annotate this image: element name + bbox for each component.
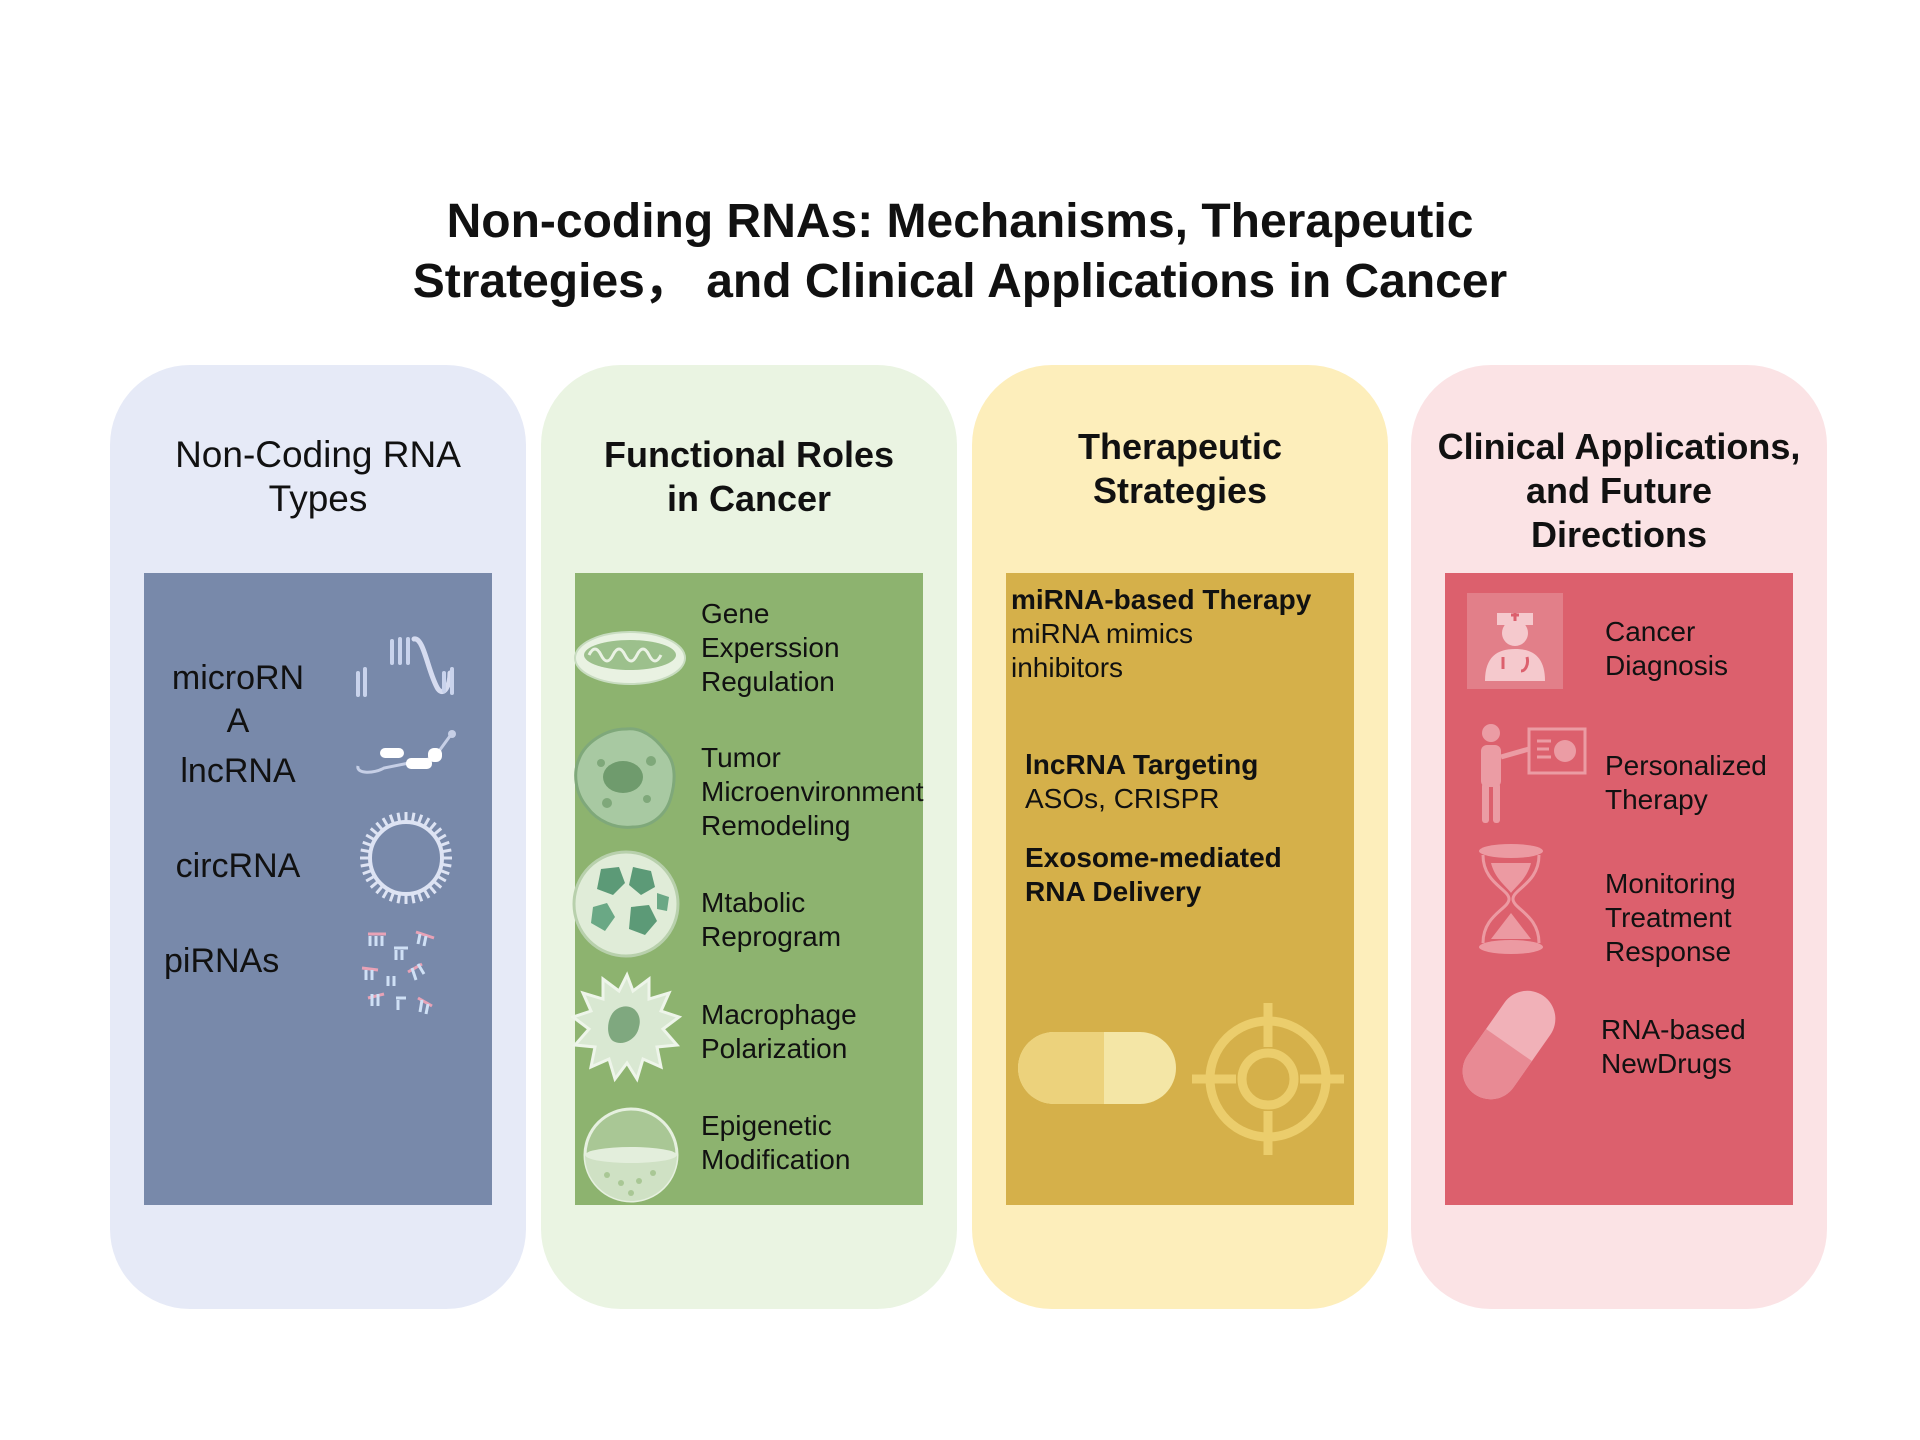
column-heading: Non-Coding RNA Types [175, 434, 461, 519]
functional-roles-panel: Gene Experssion Regulation Tumor Microen… [571, 573, 924, 1205]
column-functional-roles: Functional Roles in Cancer Gene Experssi… [541, 365, 957, 1309]
item-label-epigenetic: Epigenetic Modification [701, 1110, 851, 1175]
item-label-circrna: circRNA [175, 847, 301, 885]
item-label-rna-drugs: RNA-based NewDrugs [1601, 1014, 1746, 1079]
item-label-metabolic: Mtabolic Reprogram [701, 887, 842, 952]
column-heading: Functional Roles in Cancer [603, 434, 895, 519]
item-label-gene-expression: Gene Experssion Regulation [701, 598, 840, 697]
diagram-title: Non-coding RNAs: Mechanisms, Therapeutic… [0, 192, 1920, 312]
item-label-tumor-microenvironment: Tumor Microenvironment Remodeling [701, 742, 924, 841]
column-clinical-applications: Clinical Applications, and Future Direct… [1411, 365, 1827, 1309]
strategy-mirna-therapy: miRNA-based Therapy miRNA mimics inhibit… [1011, 584, 1312, 683]
item-label-cancer-diagnosis: Cancer Diagnosis [1605, 616, 1728, 681]
presentation-icon [1481, 724, 1587, 823]
microrna-icon [356, 636, 454, 697]
strategy-lncrna-targeting: lncRNA Targeting ASOs, CRISPR [1025, 749, 1259, 814]
pirna-icon [361, 930, 435, 1015]
tumor-cell-icon [574, 727, 676, 829]
item-label-macrophage: Macrophage Polarization [701, 999, 857, 1064]
epigenetic-sphere-icon [583, 1107, 679, 1203]
metabolic-cell-icon [572, 850, 680, 958]
title-line-2: Strategies， and Clinical Applications in… [412, 255, 1508, 308]
column-therapeutic-strategies: Therapeutic Strategies miRNA-based Thera… [972, 365, 1388, 1309]
pill-icon [1018, 1032, 1176, 1104]
target-icon [1192, 1003, 1344, 1155]
item-label-microrna: microRN A [171, 659, 305, 740]
lncrna-icon [356, 730, 456, 774]
item-label-personalized-therapy: Personalized Therapy [1605, 750, 1767, 815]
hourglass-icon [1479, 844, 1543, 954]
macrophage-icon [571, 971, 683, 1083]
circrna-icon [360, 812, 452, 904]
column-heading: Therapeutic Strategies [1077, 426, 1283, 511]
column-heading: Clinical Applications, and Future Direct… [1437, 426, 1801, 555]
item-label-lncrna: lncRNA [180, 752, 296, 790]
item-label-pirnas: piRNAs [164, 942, 280, 980]
clinical-applications-panel: Cancer Diagnosis Personalized Therapy Mo… [1445, 573, 1793, 1205]
mitochondria-icon [574, 631, 686, 685]
therapeutic-strategies-panel: miRNA-based Therapy miRNA mimics inhibit… [1006, 573, 1354, 1205]
strategy-exosome-delivery: Exosome-mediated RNA Delivery [1025, 842, 1282, 907]
item-label-monitoring: Monitoring Treatment Response [1605, 868, 1736, 967]
doctor-icon [1467, 593, 1563, 689]
title-line-1: Non-coding RNAs: Mechanisms, Therapeutic [446, 195, 1474, 248]
column-ncrna-types: Non-Coding RNA Types microRN A lncRNA ci… [110, 365, 526, 1309]
ncrna-types-panel: microRN A lncRNA circRNA piRNAs [144, 573, 492, 1205]
capsule-icon [1462, 990, 1556, 1100]
